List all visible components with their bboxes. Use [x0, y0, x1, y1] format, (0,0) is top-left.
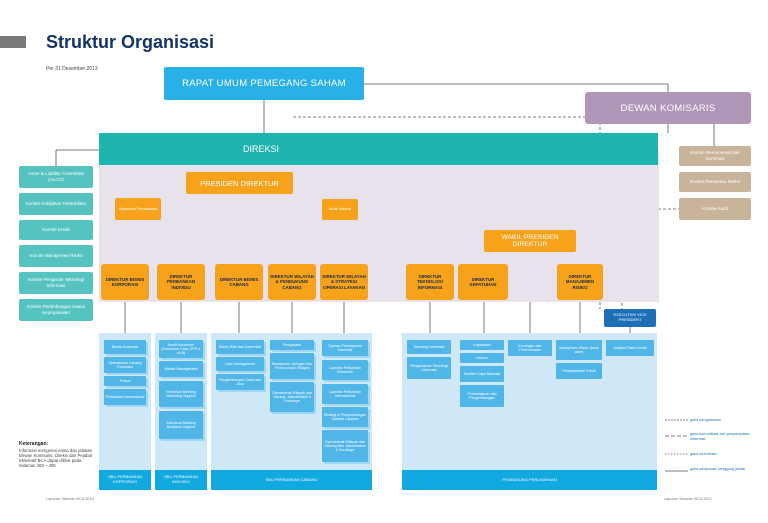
komite-pertimbangan-kepegawaian: Komite Pertimbangan Kasus Kepegawaian: [19, 299, 93, 321]
wakil-presiden-direktur-box: WAKIL PRESIDEN DIREKTUR: [484, 230, 576, 252]
legend-koordinasi: garis koordinasi: [690, 452, 717, 456]
unit-bisnis-ritel: Bisnis Ritel dan Komersial: [216, 340, 264, 354]
unit-pembelajaran: Pembelajaran dan Pengembangan: [460, 385, 504, 407]
keterangan-text: Informasi mengenai nama dan jabatan Dewa…: [19, 448, 93, 469]
unit-bisnis-korporasi: Bisnis Korporasi: [104, 340, 146, 354]
section-tab: [0, 36, 26, 48]
direktur-wilayah-strategi-operasi: DIREKTUR WILAYAH & STRATEGI OPERASI LAYA…: [320, 264, 368, 300]
unit-teknologi-informasi: Teknologi Informasi: [407, 340, 451, 354]
komite-manajemen-risiko: Komite Manajemen Risiko: [19, 245, 93, 267]
unit-layanan-elektronik: Layanan Perbankan Elektronik: [322, 360, 368, 380]
komite-audit: Komite Audit: [679, 198, 751, 220]
executive-vp-box: EXECUTIVE VICE PRESIDENT: [604, 309, 656, 327]
komite-kebijakan-perkreditan: Komite Kebijakan Perkreditan: [19, 193, 93, 215]
direksi-bar: DIREKSI: [99, 133, 658, 165]
date-label: Per 31 Desember 2013: [46, 66, 98, 72]
unit-analisa-risiko-kredit: Analisa Risiko Kredit: [606, 340, 654, 356]
direktur-kepatuhan: DIREKTUR KEPATUHAN: [458, 264, 508, 300]
komite-alco: Asset & Liability Committee (ALCO): [19, 166, 93, 188]
unit-kredit-konsumer: Kredit Konsumer (Consumer Card, KPR & KK…: [159, 340, 203, 358]
unit-keuangan: Keuangan dan Perencanaan: [508, 340, 552, 356]
keterangan-title: Keterangan:: [19, 441, 49, 447]
footer-sbu-cabang: SBU PERBANKAN CABANG: [211, 470, 372, 490]
direktur-bisnis-cabang: DIREKTUR BISNIS CABANG: [215, 264, 263, 300]
unit-pengembangan-dana: Pengembangan Dana dan Jasa: [216, 374, 264, 390]
footer-pendukung: PENDUKUNG PERUSAHAAN: [402, 470, 657, 490]
unit-pengamanan-ti: Pengamanan Teknologi Informasi: [407, 357, 451, 379]
unit-tresuri: Tresuri: [104, 376, 146, 386]
direktur-bisnis-korporasi: DIREKTUR BISNIS KORPORASI: [101, 264, 149, 300]
legend-komunikasi: garis komunikasi dan penyampaian informa…: [690, 432, 750, 441]
direktur-perbankan-individu: DIREKTUR PERBANKAN INDIVIDU: [157, 264, 205, 300]
unit-pengadaan: Pengadaan: [270, 340, 314, 350]
page-footer-right: Laporan Tahunan BCA 2013: [664, 497, 712, 501]
unit-cash-management: Cash Management: [216, 357, 264, 371]
unit-penyelamatan-kredit: Penyelamatan Kredit: [556, 363, 602, 379]
dewan-komisaris-box: DEWAN KOMISARIS: [585, 92, 751, 124]
footer-sbu-individu: SBU PERBANKAN INDIVIDU: [155, 470, 207, 490]
unit-hukum: Hukum: [460, 353, 504, 363]
unit-wealth-management: Wealth Management: [159, 361, 203, 377]
unit-sdm: Sumber Daya Manusia: [460, 366, 504, 382]
page-title: Struktur Organisasi: [46, 32, 215, 52]
audit-internal-box: Audit Internal: [322, 199, 358, 220]
unit-operasional-wilayah-jabodetabek: Operasional Wilayah dan Cabang, Jabodeta…: [270, 382, 314, 412]
page-footer-left: Laporan Tahunan BCA 2013: [46, 497, 94, 501]
unit-strategi-operasi: Strategi & Pengembangan Operasi Layanan: [322, 407, 368, 427]
unit-individual-banking-business: Individual Banking Business Support: [159, 411, 203, 439]
direktur-teknologi-informasi: DIREKTUR TEKNOLOGI INFORMASI: [406, 264, 454, 300]
unit-manajemen-risiko: Manajemen Risiko (bank wide): [556, 340, 602, 360]
footer-sbu-korporasi: SBU PERBANKAN KORPORASI: [99, 470, 151, 490]
rups-box: RAPAT UMUM PEMEGANG SAHAM: [164, 67, 364, 100]
unit-operasional-wilayah-non-jabodetabek: Operasional Wilayah dan Cabang Non Jabod…: [322, 430, 368, 462]
sekretaris-perusahaan-box: Sekretaris Perusahaan: [115, 198, 161, 220]
unit-operasional-cabang-korporasi: Operasional Cabang Korporasi: [104, 357, 146, 373]
komite-pemantau-risiko: Komite Pemantau Risiko: [679, 172, 751, 192]
legend-pelaporan: garis pelaporan/ tanggung jawab: [690, 467, 746, 471]
unit-operasi-pembayaran: Operasi Pembayaran Domestik: [322, 340, 368, 356]
legend-pengawasan: garis pengawasan: [690, 418, 721, 422]
komite-kredit: Komite Kredit: [19, 220, 93, 240]
direktur-manajemen-risiko: DIREKTUR MANAJEMEN RISIKO: [557, 264, 603, 300]
komite-pengarah-ti: Komite Pengarah Teknologi Informasi: [19, 272, 93, 294]
unit-layanan-internasional: Layanan Perbankan Internasional: [322, 384, 368, 404]
unit-manajemen-jaringan: Manajemen Jaringan dan Perencanaan Wilay…: [270, 353, 314, 379]
unit-perbankan-internasional: Perbankan Internasional: [104, 389, 146, 405]
komite-remunerasi: Komite Remunerasi dan Nominasi: [679, 146, 751, 166]
unit-individual-banking-marketing: Individual Banking Marketing Support: [159, 381, 203, 407]
unit-kepatuhan: Kepatuhan: [460, 340, 504, 350]
direktur-wilayah-pendukung-cabang: DIREKTUR WILAYAH & PENDUKUNG CABANG: [268, 264, 316, 300]
presiden-direktur-box: PRESIDEN DIREKTUR: [186, 172, 293, 194]
